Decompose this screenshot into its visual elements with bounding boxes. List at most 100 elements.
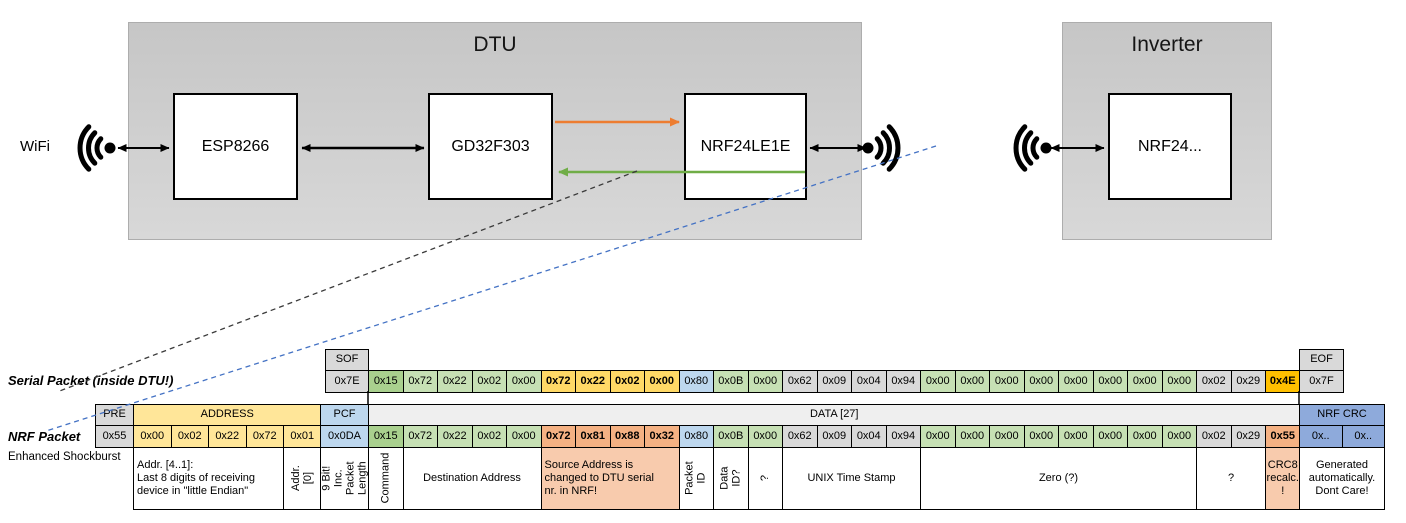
enhanced-shockburst-label: Enhanced Shockburst <box>8 451 121 463</box>
nrf-byte-cell-16: 0x00 <box>920 425 956 448</box>
sof-header: SOF <box>325 349 369 371</box>
serial-byte-cell-15: 0x94 <box>885 370 921 393</box>
serial-byte-cell-10: 0x0B <box>713 370 749 393</box>
address-byte-cell-2: 0x22 <box>208 425 247 448</box>
serial-packet-label: Serial Packet (inside DTU!) <box>8 373 174 388</box>
chip-nrf24-inverter: NRF24... <box>1108 93 1232 200</box>
wifi-icon-left <box>77 124 116 172</box>
nrf-byte-cell-9: 0x80 <box>678 425 714 448</box>
dtu-title: DTU <box>473 33 517 56</box>
chip-esp8266: ESP8266 <box>173 93 298 200</box>
nrf-byte-cell-8: 0x32 <box>644 425 680 448</box>
description-cell-8-text: ? <box>759 475 772 482</box>
description-cell-7-text: Data ID? <box>718 466 743 491</box>
description-cell-12: CRC8 recalc. ! <box>1265 447 1301 510</box>
description-cell-4: Destination Address <box>402 447 542 510</box>
description-cell-0: Addr. [4..1]: Last 8 digits of receiving… <box>133 447 284 510</box>
nrf-byte-cell-1: 0x72 <box>402 425 438 448</box>
nrf-byte-cell-19: 0x00 <box>1023 425 1059 448</box>
serial-byte-cell-4: 0x00 <box>506 370 542 393</box>
description-cell-10: Zero (?) <box>920 447 1197 510</box>
address-byte-cell-3: 0x72 <box>245 425 284 448</box>
wifi-icon-dtu-right <box>862 124 901 172</box>
nrf-byte-cell-14: 0x04 <box>851 425 887 448</box>
serial-byte-cell-9: 0x80 <box>678 370 714 393</box>
inverter-container: Inverter <box>1062 22 1272 240</box>
description-cell-7: Data ID? <box>713 447 749 510</box>
description-cell-13: Generated automatically. Dont Care! <box>1299 447 1385 510</box>
nrf-crc-header: NRF CRC <box>1299 404 1385 426</box>
nrf-byte-cell-24: 0x02 <box>1196 425 1232 448</box>
description-cell-1: Addr.[0] <box>283 447 322 510</box>
pcf-value: 0x0DA <box>320 425 369 448</box>
nrf-byte-cell-0: 0x15 <box>368 425 404 448</box>
nrf-byte-cell-20: 0x00 <box>1058 425 1094 448</box>
nrf-byte-cell-4: 0x00 <box>506 425 542 448</box>
nrf-byte-cell-2: 0x22 <box>437 425 473 448</box>
serial-byte-cell-21: 0x00 <box>1092 370 1128 393</box>
serial-byte-cell-2: 0x22 <box>437 370 473 393</box>
nrf-byte-cell-5: 0x72 <box>540 425 576 448</box>
description-cell-5: Source Address is changed to DTU serial … <box>540 447 680 510</box>
wifi-label: WiFi <box>20 138 50 155</box>
serial-byte-cell-7: 0x02 <box>609 370 645 393</box>
serial-byte-cell-14: 0x04 <box>851 370 887 393</box>
nrf-crc-cell-1: 0x.. <box>1341 425 1385 448</box>
data-header: DATA [27] <box>368 404 1301 426</box>
description-cell-2-text: 9 Bit! Inc. Packet Length <box>320 461 369 496</box>
sof-value: 0x7E <box>325 370 369 393</box>
nrf-byte-cell-13: 0x09 <box>816 425 852 448</box>
nrf-byte-cell-6: 0x81 <box>575 425 611 448</box>
serial-byte-cell-23: 0x00 <box>1161 370 1197 393</box>
wifi-icon-inverter-left <box>1013 124 1052 172</box>
description-cell-9: UNIX Time Stamp <box>782 447 921 510</box>
pre-value: 0x55 <box>95 425 134 448</box>
nrf-byte-cell-11: 0x00 <box>747 425 783 448</box>
nrf-byte-cell-12: 0x62 <box>782 425 818 448</box>
nrf-byte-cell-23: 0x00 <box>1161 425 1197 448</box>
serial-byte-cell-19: 0x00 <box>1023 370 1059 393</box>
serial-byte-cell-6: 0x22 <box>575 370 611 393</box>
serial-byte-cell-17: 0x00 <box>954 370 990 393</box>
description-cell-3: Command <box>368 447 404 510</box>
serial-byte-cell-18: 0x00 <box>989 370 1025 393</box>
serial-byte-cell-25: 0x29 <box>1230 370 1266 393</box>
nrf-crc-cell-0: 0x.. <box>1299 425 1343 448</box>
serial-byte-cell-16: 0x00 <box>920 370 956 393</box>
serial-byte-cell-12: 0x62 <box>782 370 818 393</box>
serial-byte-cell-26: 0x4E <box>1265 370 1301 393</box>
description-cell-6: Packet ID <box>678 447 714 510</box>
nrf-byte-cell-17: 0x00 <box>954 425 990 448</box>
inverter-title: Inverter <box>1131 33 1203 56</box>
serial-byte-cell-24: 0x02 <box>1196 370 1232 393</box>
address-byte-cell-4: 0x01 <box>283 425 322 448</box>
pcf-header: PCF <box>320 404 369 426</box>
address-header: ADDRESS <box>133 404 322 426</box>
nrf-byte-cell-26: 0x55 <box>1265 425 1301 448</box>
description-cell-1-text: Addr.[0] <box>290 465 315 492</box>
nrf-byte-cell-25: 0x29 <box>1230 425 1266 448</box>
serial-byte-cell-8: 0x00 <box>644 370 680 393</box>
serial-byte-cell-3: 0x02 <box>471 370 507 393</box>
serial-byte-cell-1: 0x72 <box>402 370 438 393</box>
nrf-packet-label: NRF Packet <box>8 429 81 444</box>
description-cell-2: 9 Bit! Inc. Packet Length <box>320 447 369 510</box>
chip-gd32f303: GD32F303 <box>428 93 553 200</box>
serial-byte-cell-20: 0x00 <box>1058 370 1094 393</box>
nrf-byte-cell-3: 0x02 <box>471 425 507 448</box>
eof-header: EOF <box>1299 349 1344 371</box>
nrf-byte-cell-18: 0x00 <box>989 425 1025 448</box>
pre-header: PRE <box>95 404 134 426</box>
eof-value: 0x7F <box>1299 370 1344 393</box>
serial-byte-cell-11: 0x00 <box>747 370 783 393</box>
nrf-byte-cell-15: 0x94 <box>885 425 921 448</box>
description-cell-11: ? <box>1196 447 1266 510</box>
nrf-byte-cell-10: 0x0B <box>713 425 749 448</box>
chip-nrf24le1e: NRF24LE1E <box>684 93 807 200</box>
description-cell-6-text: Packet ID <box>684 461 709 496</box>
address-byte-cell-1: 0x02 <box>170 425 209 448</box>
serial-byte-cell-13: 0x09 <box>816 370 852 393</box>
serial-byte-cell-0: 0x15 <box>368 370 404 393</box>
nrf-byte-cell-7: 0x88 <box>609 425 645 448</box>
